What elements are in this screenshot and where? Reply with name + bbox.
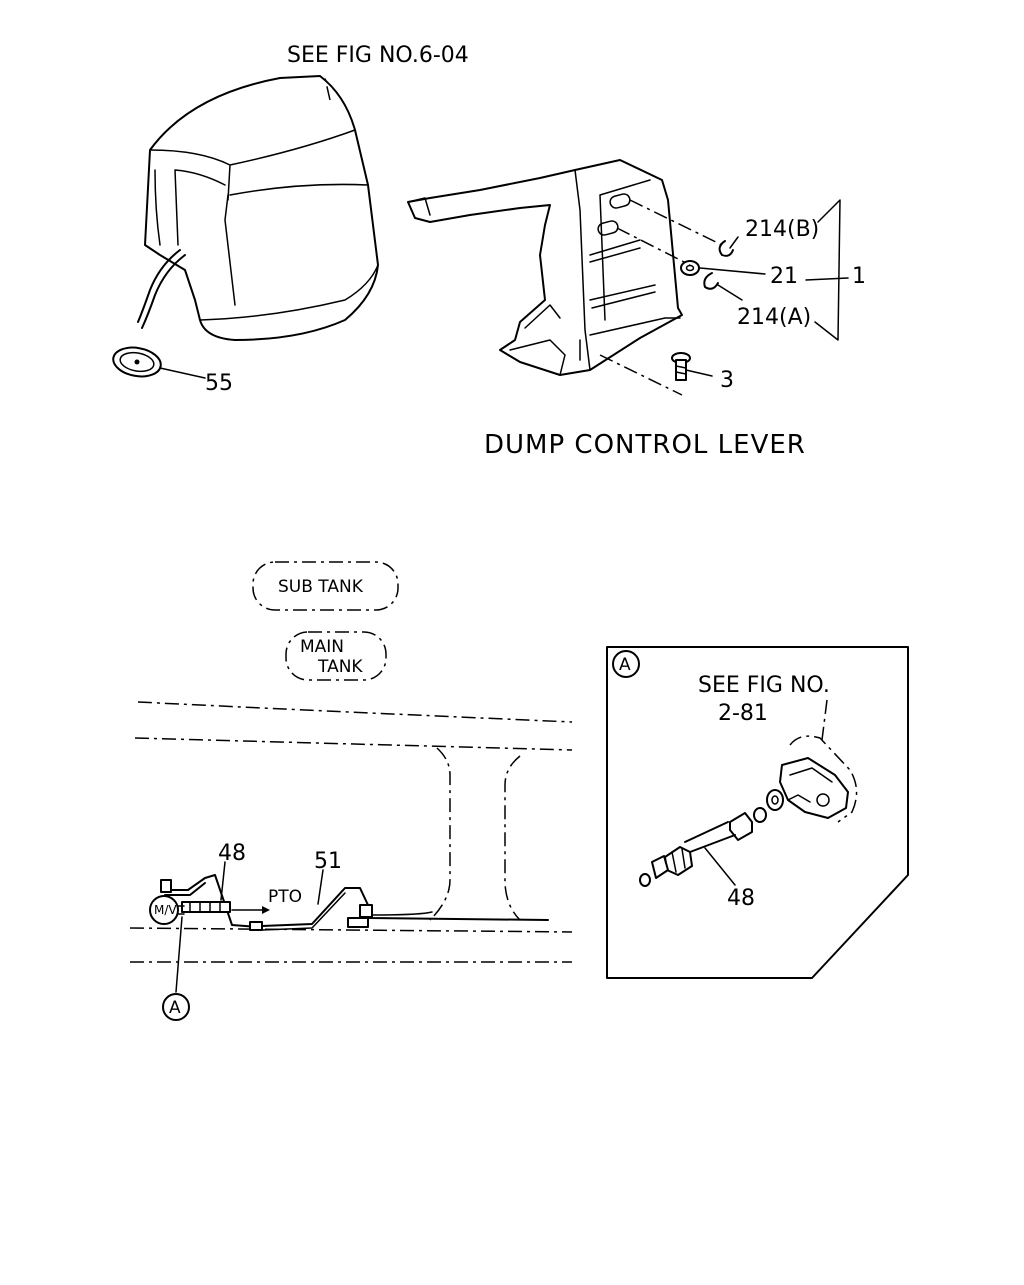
callout-55: 55 — [205, 371, 233, 396]
main-tank-label-1: MAIN — [300, 637, 344, 657]
callout-51-leader — [317, 869, 324, 905]
callout-1: 1 — [852, 264, 866, 289]
chassis-frame — [129, 701, 573, 963]
callout-48: 48 — [218, 841, 246, 866]
pto-label: PTO — [268, 887, 302, 907]
lever-pin-lines — [616, 199, 723, 266]
part-48-fitting — [639, 812, 753, 887]
callout-21: 21 — [770, 264, 798, 289]
main-tank-label-2: TANK — [317, 657, 363, 677]
mv-valve-label: M/V — [154, 903, 177, 917]
detail-a-marker[interactable]: A — [162, 916, 190, 1021]
detail-a-marker-label: A — [169, 998, 181, 1018]
dump-control-lever-bracket — [407, 159, 683, 396]
cab-cable — [137, 249, 186, 329]
callout-214b: 214(B) — [745, 217, 819, 242]
callout-214a: 214(A) — [737, 305, 811, 330]
callout-48-leader — [220, 861, 226, 901]
detail-a-callout-48: 48 — [727, 886, 755, 911]
callout-51: 51 — [314, 849, 342, 874]
main-tank-bubble: MAIN TANK — [285, 631, 387, 681]
detail-a-panel: A SEE FIG NO. 2-81 — [606, 646, 909, 979]
part-214b-clip — [718, 240, 734, 257]
dump-control-lever-title: DUMP CONTROL LEVER — [484, 430, 806, 460]
detail-a-ref-line1: SEE FIG NO. — [698, 673, 830, 698]
detail-a-panel-marker: A — [619, 655, 631, 675]
sub-tank-label: SUB TANK — [278, 577, 364, 597]
valve-body-illustration — [753, 735, 858, 823]
part-21-washer — [680, 260, 700, 276]
part-3-bolt — [671, 352, 713, 381]
part-55-grommet — [112, 346, 206, 379]
pto-piping — [164, 874, 549, 931]
detail-a-ref-line2: 2-81 — [718, 701, 768, 726]
cab-ref-label: SEE FIG NO.6-04 — [287, 43, 469, 68]
callout-leaders — [699, 199, 849, 341]
sub-tank-bubble: SUB TANK — [252, 561, 399, 611]
callout-3: 3 — [720, 368, 734, 393]
cab-illustration — [144, 75, 379, 341]
mv-valve[interactable]: M/V — [149, 879, 185, 925]
part-214a-clip — [703, 272, 719, 290]
